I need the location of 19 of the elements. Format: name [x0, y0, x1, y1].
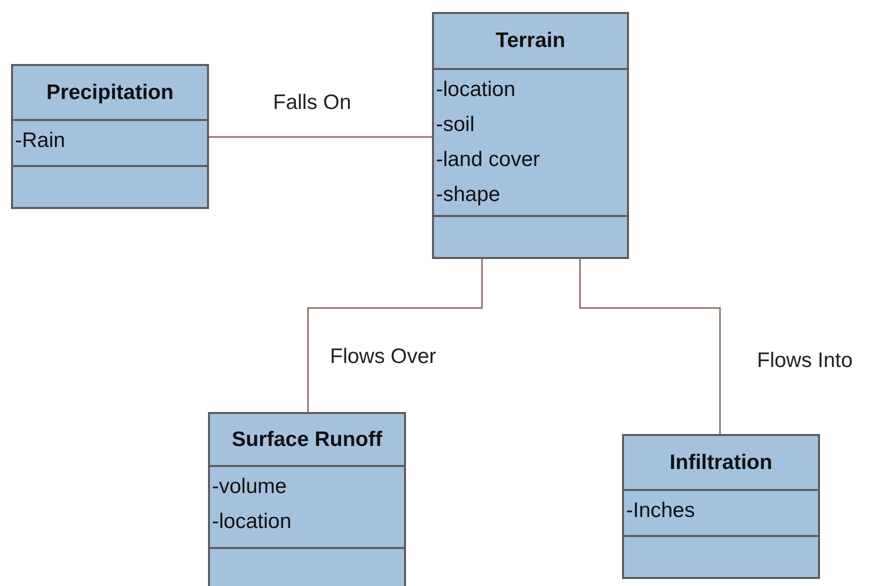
class-name: Precipitation [46, 80, 174, 104]
class-box [622, 434, 820, 579]
attribute-text: -land cover [436, 147, 541, 173]
attribute-text: -location [436, 77, 516, 103]
attribute-text: -Inches [626, 498, 696, 524]
class-name: Terrain [496, 29, 566, 53]
class-box [11, 64, 209, 209]
attribute-text: -shape [436, 182, 502, 208]
attribute-text: -location [212, 509, 292, 535]
class-name: Infiltration [670, 450, 772, 474]
class-box [432, 12, 629, 259]
attribute-text: -soil [436, 112, 476, 138]
class-box [208, 412, 406, 586]
attribute-text: -volume [212, 474, 288, 500]
attribute-text: -Rain [15, 128, 66, 154]
association-line [579, 259, 721, 434]
association-line [209, 136, 432, 138]
class-name: Surface Runoff [232, 428, 382, 452]
association-line [307, 259, 483, 412]
